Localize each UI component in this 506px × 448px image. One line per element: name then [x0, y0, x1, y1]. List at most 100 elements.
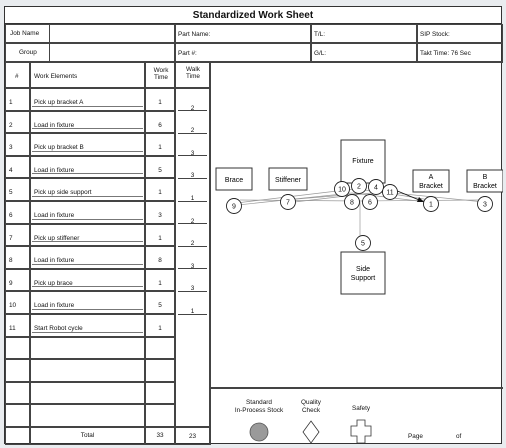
row-element-name: Pick up brace	[34, 279, 73, 287]
row-num: 2	[9, 121, 13, 129]
row-num-cell	[5, 268, 30, 292]
row-work-time: 1	[158, 325, 162, 332]
gl-cell: G/L:	[311, 43, 417, 62]
row-element-cell	[30, 133, 145, 156]
row-work-time-cell	[145, 291, 175, 314]
group-cell: Group	[5, 43, 175, 62]
marker-a-bracket: 1	[429, 202, 433, 209]
row-num-cell	[5, 291, 30, 314]
legend-area	[210, 388, 503, 445]
row-num-cell	[5, 88, 30, 111]
row-work-time: 3	[158, 212, 162, 219]
walk-time-value: 2	[190, 104, 195, 112]
row-work-time: 1	[158, 189, 162, 197]
row-num: 6	[9, 212, 13, 219]
walk-time-separator	[178, 223, 207, 225]
total-work-time-cell	[145, 427, 175, 445]
row-element-name: Load in fixture	[34, 121, 75, 129]
walk-time-value: 3	[190, 285, 195, 293]
marker-stiffener-circle	[280, 194, 296, 210]
col-walk-time-label: Walk Time	[186, 66, 200, 80]
walk-time-separator	[178, 177, 207, 179]
gl-label: G/L:	[314, 50, 327, 57]
marker-11-circle	[382, 184, 398, 200]
row-element-cell	[30, 201, 145, 224]
row-work-time-cell	[145, 155, 175, 179]
row-work-time-cell	[145, 88, 175, 111]
marker-side-support: 5	[361, 241, 365, 248]
sip-stock-label: SIP Stock:	[420, 31, 450, 38]
station-a-bracket-label-1: A	[429, 174, 434, 181]
row-work-time: 1	[158, 144, 162, 152]
row-underline	[32, 196, 143, 197]
marker-b-bracket-circle	[477, 196, 493, 212]
of-label: of	[456, 433, 462, 440]
row-work-time-cell	[145, 110, 175, 134]
row-element-cell	[30, 336, 145, 360]
row-work-time-cell	[145, 314, 175, 337]
row-underline	[32, 150, 143, 152]
row-underline	[32, 173, 143, 175]
row-element-name: Load in fixture	[34, 302, 75, 310]
quality-check-icon	[302, 420, 320, 444]
row-underline	[32, 105, 143, 107]
row-num-cell	[5, 314, 30, 337]
row-num-cell	[5, 155, 30, 179]
row-element-name: Start Robot cycle	[34, 325, 83, 332]
row-num: 10	[9, 302, 17, 310]
workflow-diagram: Brace Stiffener Fixture A Bracket B Brac…	[215, 139, 503, 295]
row-num-cell	[5, 178, 30, 201]
row-underline	[32, 286, 143, 288]
station-brace	[215, 167, 253, 191]
col-header-num: #	[5, 62, 30, 88]
row-work-time-cell	[145, 359, 175, 382]
part-number-label: Part #:	[178, 50, 197, 57]
row-underline	[32, 331, 143, 333]
walk-time-value: 3	[190, 262, 195, 270]
marker-4: 4	[374, 185, 378, 192]
row-element-cell	[30, 178, 145, 201]
legend-quality-label-1: Quality	[301, 399, 321, 406]
row-work-time-cell	[145, 246, 175, 269]
part-name-label: Part Name:	[178, 31, 211, 38]
row-underline	[32, 241, 143, 243]
group-label: Group	[19, 49, 37, 56]
col-work-elements-label: Work Elements	[34, 73, 78, 80]
takt-time-label: Takt Time: 76 Sec	[420, 50, 471, 57]
marker-11: 11	[386, 190, 393, 197]
total-label-cell	[30, 427, 145, 445]
walk-time-column	[175, 88, 210, 427]
walk-arrow-head	[417, 197, 424, 202]
tl-label: T/L:	[314, 31, 326, 38]
part-name-cell: Part Name:	[175, 24, 311, 43]
col-work-time-label: Work Time	[153, 67, 169, 81]
row-num-cell	[5, 246, 30, 269]
station-b-bracket-label-2: Bracket	[473, 183, 497, 190]
marker-10-circle	[334, 181, 350, 197]
row-element-cell	[30, 381, 145, 405]
standardized-work-sheet: Standardized Work Sheet Job Name Group P…	[4, 6, 503, 445]
header-divider	[49, 24, 50, 62]
page-label: Page	[408, 433, 423, 440]
total-work-time: 33	[156, 432, 164, 439]
marker-4-circle	[368, 179, 384, 195]
walk-path-2	[227, 192, 427, 207]
total-walk-time: 23	[188, 433, 197, 440]
station-brace-label: Brace	[225, 177, 243, 184]
legend-sip-label-1: Standard	[246, 399, 272, 406]
row-num-cell	[5, 359, 30, 382]
col-num-label: #	[15, 73, 19, 80]
row-num-cell	[5, 223, 30, 247]
col-header-work-elements: Work Elements	[30, 62, 145, 88]
sheet-title: Standardized Work Sheet	[5, 7, 501, 24]
marker-6-circle	[362, 194, 378, 210]
row-element-cell	[30, 246, 145, 269]
marker-brace-circle	[226, 198, 242, 214]
row-underline	[32, 218, 143, 220]
walk-time-separator	[178, 155, 207, 157]
row-element-cell	[30, 223, 145, 247]
row-work-time: 5	[158, 166, 162, 174]
row-element-name: Pick up bracket B	[34, 144, 84, 152]
station-stiffener-label: Stiffener	[275, 177, 302, 184]
station-b-bracket-label-1: B	[483, 174, 488, 181]
